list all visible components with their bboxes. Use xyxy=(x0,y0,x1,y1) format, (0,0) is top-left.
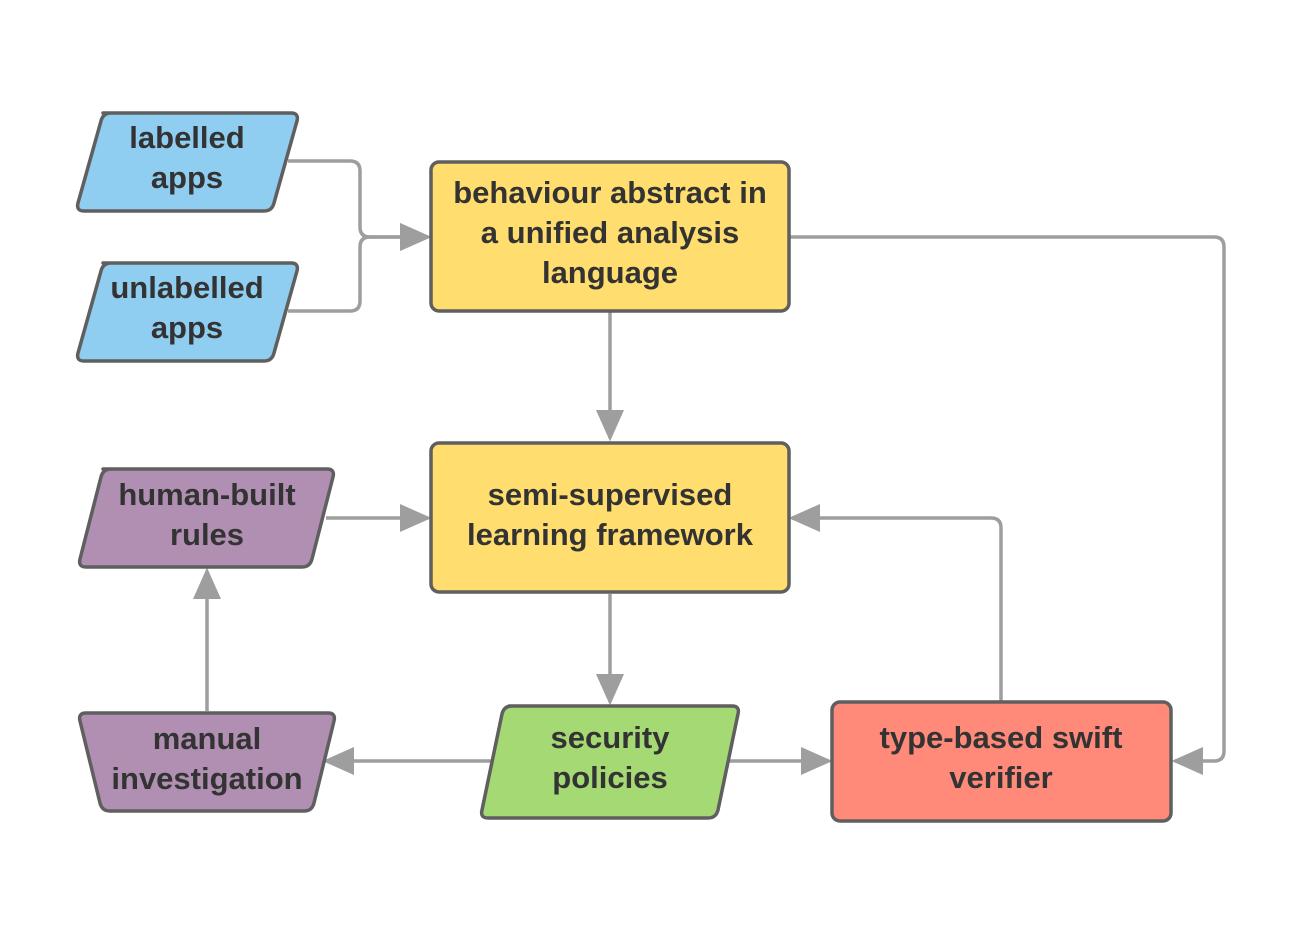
manual-investigation-label-line2: investigation xyxy=(111,761,302,796)
edge-unlabelled-apps-to-behaviour xyxy=(288,223,432,313)
security-policies-label-line2: policies xyxy=(552,760,667,795)
behaviour-abstract-label-line1: behaviour abstract in xyxy=(453,175,767,210)
node-labelled-apps: labelled apps xyxy=(75,111,300,213)
node-human-rules: human-built rules xyxy=(77,467,336,569)
manual-investigation-label-line1: manual xyxy=(153,721,262,756)
labelled-apps-shape xyxy=(75,111,300,213)
node-unlabelled-apps: unlabelled apps xyxy=(75,261,300,363)
node-manual-investigation: manual investigation xyxy=(77,711,337,813)
edge-verifier-to-semi-supervised xyxy=(788,504,1003,702)
verifier-shape xyxy=(830,700,1173,823)
manual-investigation-shape xyxy=(77,711,337,813)
node-semi-supervised: semi-supervised learning framework xyxy=(429,441,791,594)
security-policies-shape xyxy=(479,704,741,820)
human-rules-shape xyxy=(77,467,336,569)
semi-supervised-shape xyxy=(429,441,791,594)
human-rules-label-line2: rules xyxy=(170,517,244,552)
node-verifier: type-based swift verifier xyxy=(830,700,1173,823)
semi-supervised-label-line1: semi-supervised xyxy=(488,477,733,512)
unlabelled-apps-label-line2: apps xyxy=(151,310,223,345)
unlabelled-apps-label-line1: unlabelled xyxy=(110,270,263,305)
edge-labelled-apps-to-behaviour xyxy=(288,159,432,251)
human-rules-label-line1: human-built xyxy=(118,477,295,512)
verifier-label-line1: type-based swift xyxy=(880,720,1123,755)
labelled-apps-label-line1: labelled xyxy=(129,120,244,155)
semi-supervised-label-line2: learning framework xyxy=(467,517,754,552)
labelled-apps-label-line2: apps xyxy=(151,160,223,195)
node-behaviour-abstract: behaviour abstract in a unified analysis… xyxy=(429,160,791,313)
verifier-label-line2: verifier xyxy=(949,760,1052,795)
edge-behaviour-to-verifier xyxy=(790,235,1226,775)
behaviour-abstract-label-line2: a unified analysis xyxy=(481,215,739,250)
unlabelled-apps-shape xyxy=(75,261,300,363)
behaviour-abstract-shape xyxy=(429,160,791,313)
security-policies-label-line1: security xyxy=(551,720,671,755)
node-security-policies: security policies xyxy=(479,704,741,820)
behaviour-abstract-label-line3: language xyxy=(542,255,678,290)
